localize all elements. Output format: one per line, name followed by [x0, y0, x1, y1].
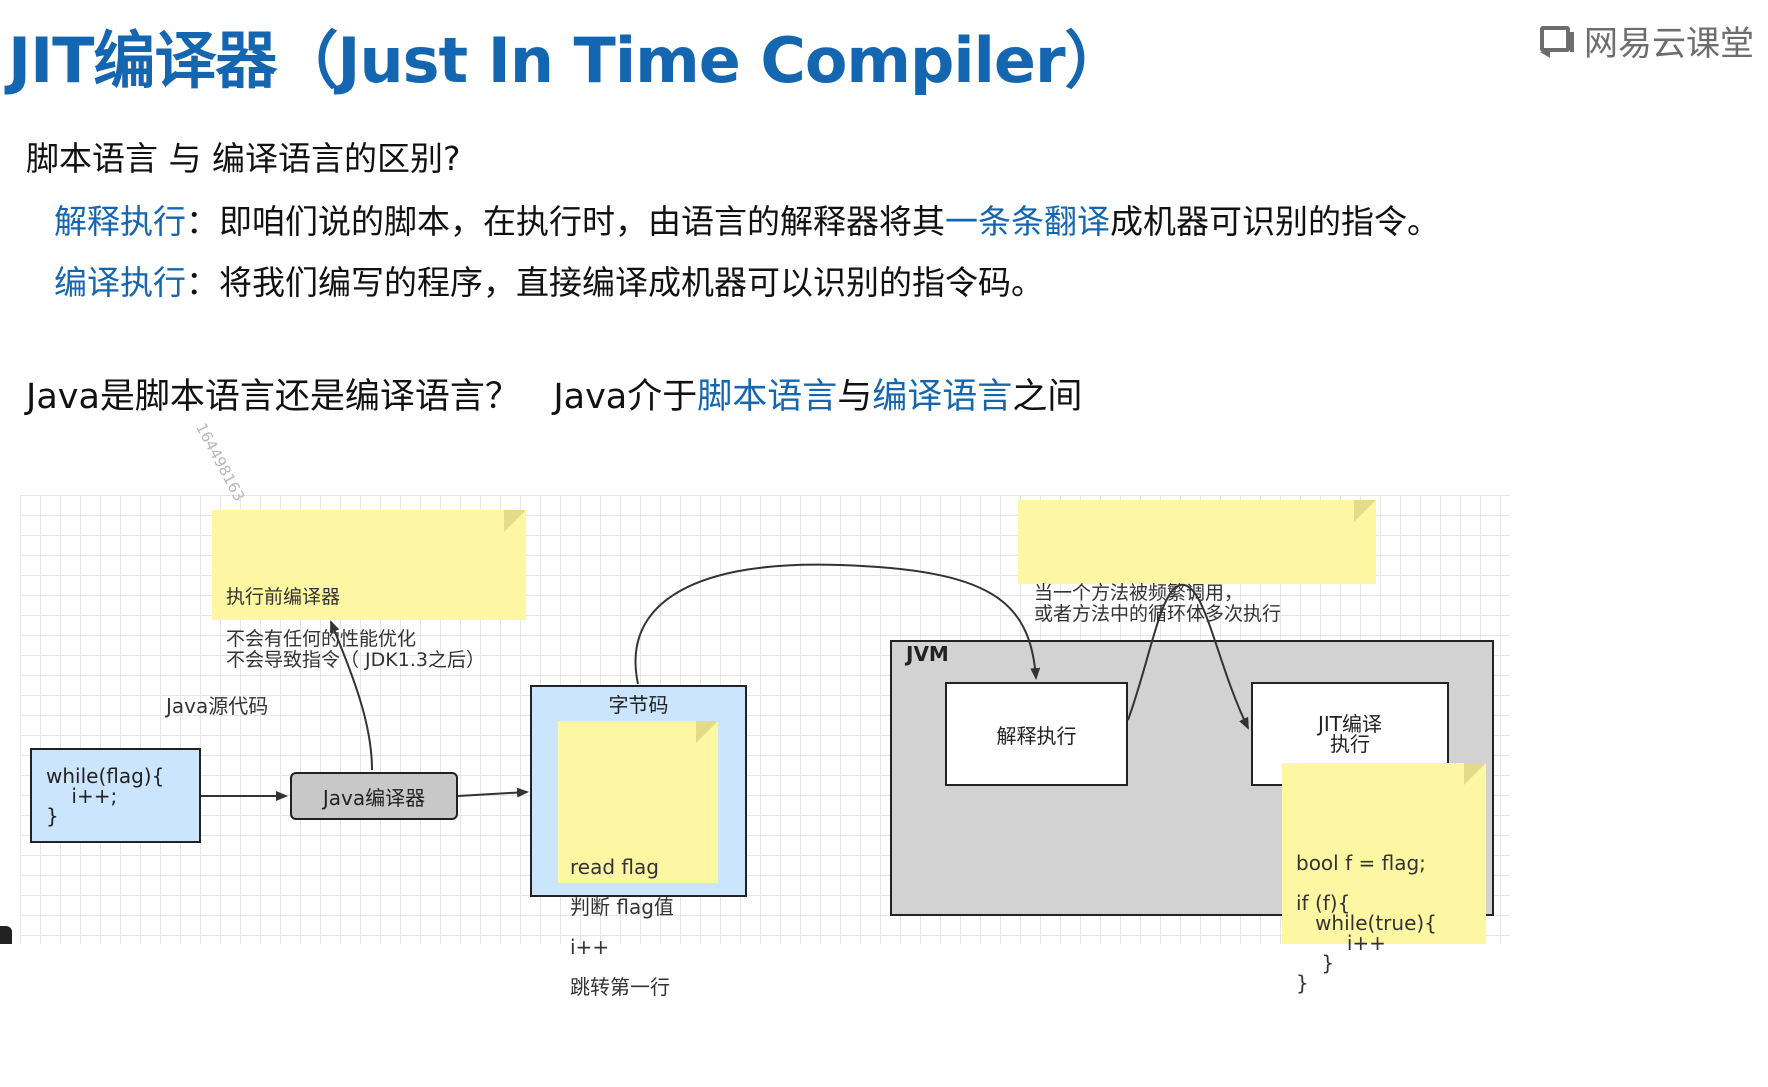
book-icon: [1540, 26, 1574, 58]
compile-sep: ：: [186, 263, 219, 302]
compiler-note: 执行前编译器 不会有任何的性能优化 不会导致指令（ JDK1.3之后）: [212, 510, 526, 671]
java-question-line: Java是脚本语言还是编译语言？ Java介于脚本语言与编译语言之间: [26, 368, 1082, 419]
compile-line: 编译执行：将我们编写的程序，直接编译成机器可以识别的指令码。: [54, 256, 1044, 304]
arrow-compiler-to-bytecode: [457, 787, 529, 798]
jvm-label: JVM: [906, 642, 949, 666]
java-compiler-box: Java编译器: [290, 772, 458, 820]
bytecode-title: 字节码: [608, 693, 669, 717]
logo-text: 网易云课堂: [1584, 23, 1754, 64]
interpret-line: 解释执行：即咱们说的脚本，在执行时，由语言的解释器将其一条条翻译成机器可识别的指…: [54, 195, 1440, 243]
note-fold: [1354, 500, 1376, 522]
java-answer-prefix: Java介于: [553, 377, 698, 417]
diagram-arrows: [201, 563, 1249, 801]
java-question: Java是脚本语言还是编译语言？: [26, 377, 520, 417]
interpret-sep: ：: [186, 202, 219, 241]
compile-term: 编译执行: [54, 263, 186, 302]
corner-marker: [0, 926, 12, 944]
interpret-highlight: 一条条翻译: [945, 202, 1110, 241]
jit-label: JIT编译 执行: [1317, 712, 1382, 756]
interpret-text-b: 成机器可识别的指令。: [1110, 202, 1440, 241]
question-heading: 脚本语言 与 编译语言的区别?: [26, 139, 461, 178]
java-answer-hl-compile: 编译语言: [872, 377, 1013, 417]
note-fold: [1464, 763, 1486, 785]
bytecode-line: read flag: [570, 855, 659, 879]
source-code-label: Java源代码: [166, 694, 269, 718]
java-answer-hl-script: 脚本语言: [697, 377, 838, 417]
interpreter-box: 解释执行: [945, 682, 1128, 786]
java-answer-suffix: 之间: [1012, 377, 1083, 417]
arrow-interpreter-to-jit: [1127, 583, 1249, 730]
note-fold: [504, 510, 526, 532]
netease-cloud-logo: 网易云课堂: [1538, 18, 1768, 64]
arrow-bytecode-to-interpreter: [634, 563, 1041, 685]
interpret-term: 解释执行: [54, 202, 186, 241]
bytecode-line: 判断 flag值: [570, 895, 674, 919]
interpret-text-a: 即咱们说的脚本，在执行时，由语言的解释器将其: [219, 202, 945, 241]
source-code-box: while(flag){ i++; }: [30, 748, 201, 843]
java-answer-mid: 与: [837, 377, 873, 417]
jit-code-note: bool f = flag; if (f){ while(true){ i++ …: [1282, 763, 1486, 993]
compiler-note-text: 执行前编译器 不会有任何的性能优化 不会导致指令（ JDK1.3之后）: [226, 586, 485, 671]
page-title: JIT编译器（Just In Time Compiler）: [8, 24, 1127, 97]
note-fold: [696, 721, 718, 743]
bytecode-line: 跳转第一行: [570, 975, 670, 999]
compile-text: 将我们编写的程序，直接编译成机器可以识别的指令码。: [219, 263, 1044, 302]
hot-method-note: 当一个方法被频繁调用， 或者方法中的循环体多次执行: [1018, 500, 1376, 625]
interpreter-label: 解释执行: [996, 723, 1077, 748]
arrow-compiler-to-note: [330, 620, 373, 771]
java-compiler-label: Java编译器: [322, 785, 426, 810]
